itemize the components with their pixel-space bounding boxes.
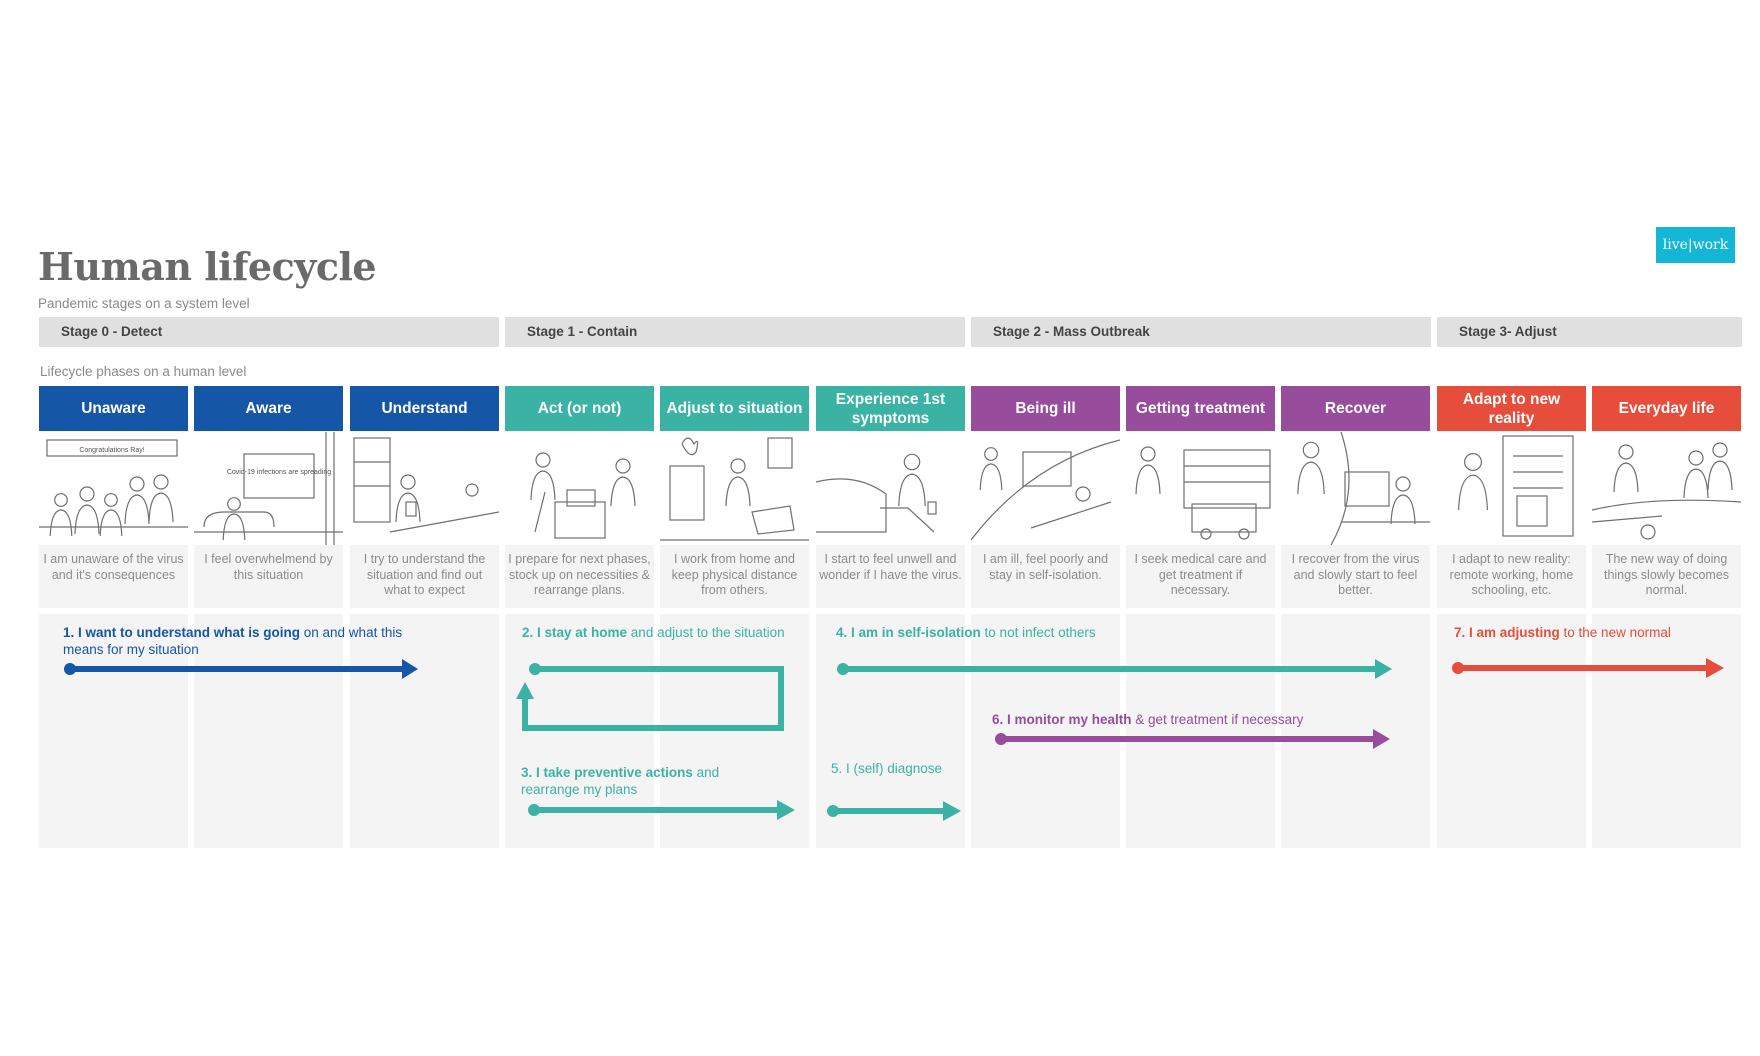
goal-1: 1. I want to understand what is going on… [63,624,403,658]
phases-label: Lifecycle phases on a human level [40,364,247,379]
goal-6-rest: & get treatment if necessary [1131,712,1304,727]
phase-column-separator [816,608,965,614]
reading-phone-icon [350,432,499,545]
goal-6-bold: 6. I monitor my health [992,712,1132,727]
phase-description-9: I recover from the virus and slowly star… [1291,552,1420,597]
watching-tv-news-icon: Covid-19 infections are spreading [194,432,343,545]
schedule-board-icon [1437,432,1586,545]
illustration-caption: Covid-19 infections are spreading [227,469,331,476]
phase-header-9: Recover [1281,386,1430,431]
stage-bar-3: Stage 3- Adjust [1437,317,1742,347]
phase-column-separator [971,608,1120,614]
goal-2-bold: 2. I stay at home [522,625,628,640]
goal-4: 4. I am in self-isolation to not infect … [836,624,1136,641]
phase-column-separator [350,608,499,614]
goal-3: 3. I take preventive actions and rearran… [521,764,751,798]
goal-2: 2. I stay at home and adjust to the situ… [522,624,822,641]
goal-5: 5. I (self) diagnose [831,760,1031,777]
phase-description-1: I am unaware of the virus and it's conse… [43,552,184,582]
doctor-consultation-icon [1281,432,1430,545]
phase-header-1: Unaware [39,386,188,431]
phase-column-separator [1437,608,1586,614]
goal-4-rest: to not infect others [980,625,1096,640]
phase-description-2: I feel overwhelmend by this situation [204,552,333,582]
phase-header-10: Adapt to new reality [1437,386,1586,431]
phase-header-6: Experience 1st symptoms [816,386,965,431]
phase-header-2: Aware [194,386,343,431]
phase-header-3: Understand [350,386,499,431]
illustration-caption: Congratulations Ray! [79,447,144,454]
phase-column-separator [39,608,188,614]
phase-description-6: I start to feel unwell and wonder if I h… [819,552,962,582]
phase-header-5: Adjust to situation [660,386,809,431]
goal-7-bold: 7. I am adjusting [1454,625,1560,640]
phase-header-11: Everyday life [1592,386,1741,431]
stage-bar-2: Stage 2 - Mass Outbreak [971,317,1431,347]
people-celebrating-icon: Congratulations Ray! [39,432,188,545]
goal-1-bold: 1. I want to understand what is going [63,625,301,640]
goal-2-rest: and adjust to the situation [627,625,785,640]
lying-in-bed-icon [971,432,1120,545]
phase-description-10: I adapt to new reality: remote working, … [1449,552,1574,597]
phase-column-separator [1281,608,1430,614]
phase-description-8: I seek medical care and get treatment if… [1134,552,1267,597]
stage-bar-1: Stage 1 - Contain [505,317,965,347]
stages-subtitle: Pandemic stages on a system level [38,296,250,311]
phase-header-7: Being ill [971,386,1120,431]
phase-header-8: Getting treatment [1126,386,1275,431]
phase-column-separator [1126,608,1275,614]
phase-header-4: Act (or not) [505,386,654,431]
livework-logo[interactable]: live|work [1656,227,1735,263]
page-title: Human lifecycle [38,244,377,289]
phase-description-5: I work from home and keep physical dista… [671,552,798,597]
stage-bar-0: Stage 0 - Detect [39,317,499,347]
phase-column-separator [505,608,654,614]
shopping-icon [505,432,654,545]
phase-description-7: I am ill, feel poorly and stay in self-i… [982,552,1109,582]
goal-3-bold: 3. I take preventive actions [521,765,693,780]
phase-description-11: The new way of doing things slowly becom… [1603,552,1730,597]
working-from-home-icon [660,432,809,545]
goal-3-rest: and rearrange my plans [521,765,720,797]
phase-description-4: I prepare for next phases, stock up on n… [508,552,651,597]
phase-description-3: I try to understand the situation and fi… [363,552,486,597]
hospital-ambulance-icon [1126,432,1275,545]
goal-5-rest: 5. I (self) diagnose [831,761,943,776]
family-walking-icon [1592,432,1741,545]
goal-1-rest: on and what this means for my situation [63,625,403,657]
goal-7-rest: to the new normal [1559,625,1671,640]
phase-column-separator [1592,608,1741,614]
goal-4-bold: 4. I am in self-isolation [836,625,981,640]
phase-column-separator [194,608,343,614]
phase-column-separator [660,608,809,614]
goal-6: 6. I monitor my health & get treatment i… [992,711,1352,728]
feeling-unwell-icon [816,432,965,545]
goal-7: 7. I am adjusting to the new normal [1454,624,1734,641]
